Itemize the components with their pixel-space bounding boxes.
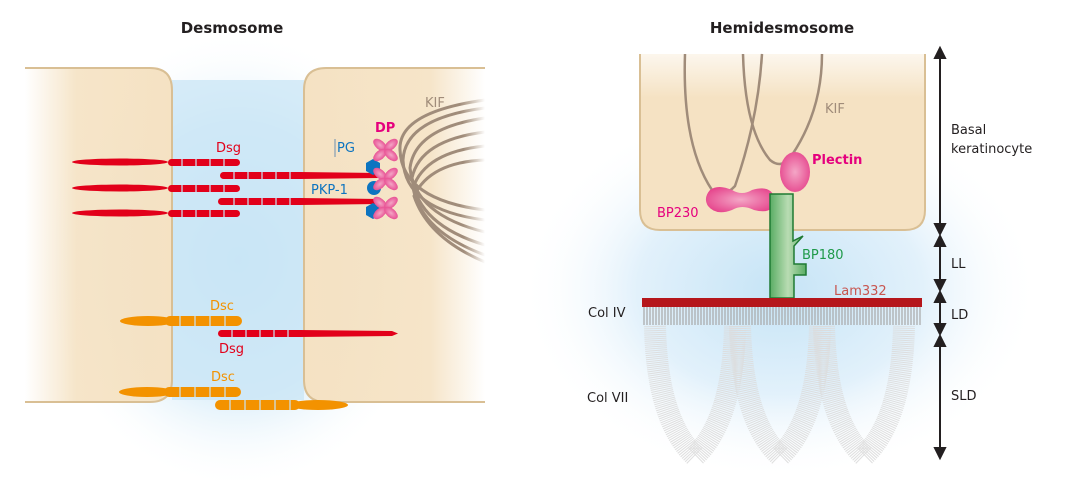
- dsc-cadherin-2: [119, 387, 348, 410]
- label-bp230: BP230: [657, 206, 699, 221]
- plectin-shape: [780, 152, 810, 192]
- col-vii-loop: [813, 325, 915, 472]
- label-kif-desmosome: KIF: [425, 96, 445, 111]
- col-iv-teeth: [643, 307, 921, 325]
- dsg-segment-lines: [181, 159, 291, 217]
- layer-label-sld: SLD: [951, 389, 977, 404]
- layer-label-ll: LL: [951, 257, 966, 272]
- label-col-vii: Col VII: [587, 391, 628, 406]
- layer-label-basal-line1: Basal: [951, 123, 986, 138]
- hemidesmosome-title: Hemidesmosome: [710, 19, 854, 37]
- desmosome-title: Desmosome: [181, 19, 284, 37]
- label-pkp1: PKP-1: [311, 183, 348, 198]
- label-dsc-2: Dsc: [211, 370, 235, 385]
- desmoplakin-shapes: [373, 138, 398, 220]
- label-bp180: BP180: [802, 248, 844, 263]
- label-plectin: Plectin: [812, 153, 862, 168]
- label-lam332: Lam332: [834, 284, 887, 299]
- layer-arrows: [933, 45, 947, 461]
- desmosome-panel: Desmosome Dsg PG DP KIF PKP-1 Dsc Dsg Ds…: [25, 19, 486, 484]
- dsg-cadherin-lower: [218, 330, 398, 337]
- dsg-cadherins-top: [72, 158, 385, 217]
- right-cell: [304, 68, 485, 402]
- col-vii-loop: [729, 325, 831, 472]
- label-dp: DP: [375, 121, 395, 136]
- left-cell: [25, 68, 172, 402]
- dsc-cadherin-1: [120, 316, 242, 326]
- layer-label-basal-line2: keratinocyte: [951, 142, 1032, 157]
- label-dsc-1: Dsc: [210, 299, 234, 314]
- label-col-iv: Col IV: [588, 306, 626, 321]
- col-vii-loops: [644, 325, 915, 472]
- lam332-bar: [642, 298, 922, 307]
- label-dsg-top: Dsg: [216, 141, 241, 156]
- lower-segment-lines: [179, 316, 291, 410]
- layer-label-ld: LD: [951, 308, 968, 323]
- label-dsg-bottom: Dsg: [219, 342, 244, 357]
- col-vii-loop: [644, 325, 746, 472]
- left-cell-border: [25, 67, 173, 403]
- label-pg: PG: [337, 141, 355, 156]
- basal-keratinocyte-cell: [640, 54, 925, 230]
- hemidesmosome-panel: Hemidesmosome KIF Plectin BP230 BP180 La…: [520, 19, 1040, 480]
- keratin-filaments: [398, 98, 486, 264]
- bp230-shape: [705, 187, 775, 213]
- label-kif-hd: KIF: [825, 102, 845, 117]
- intercellular-space: [172, 80, 304, 400]
